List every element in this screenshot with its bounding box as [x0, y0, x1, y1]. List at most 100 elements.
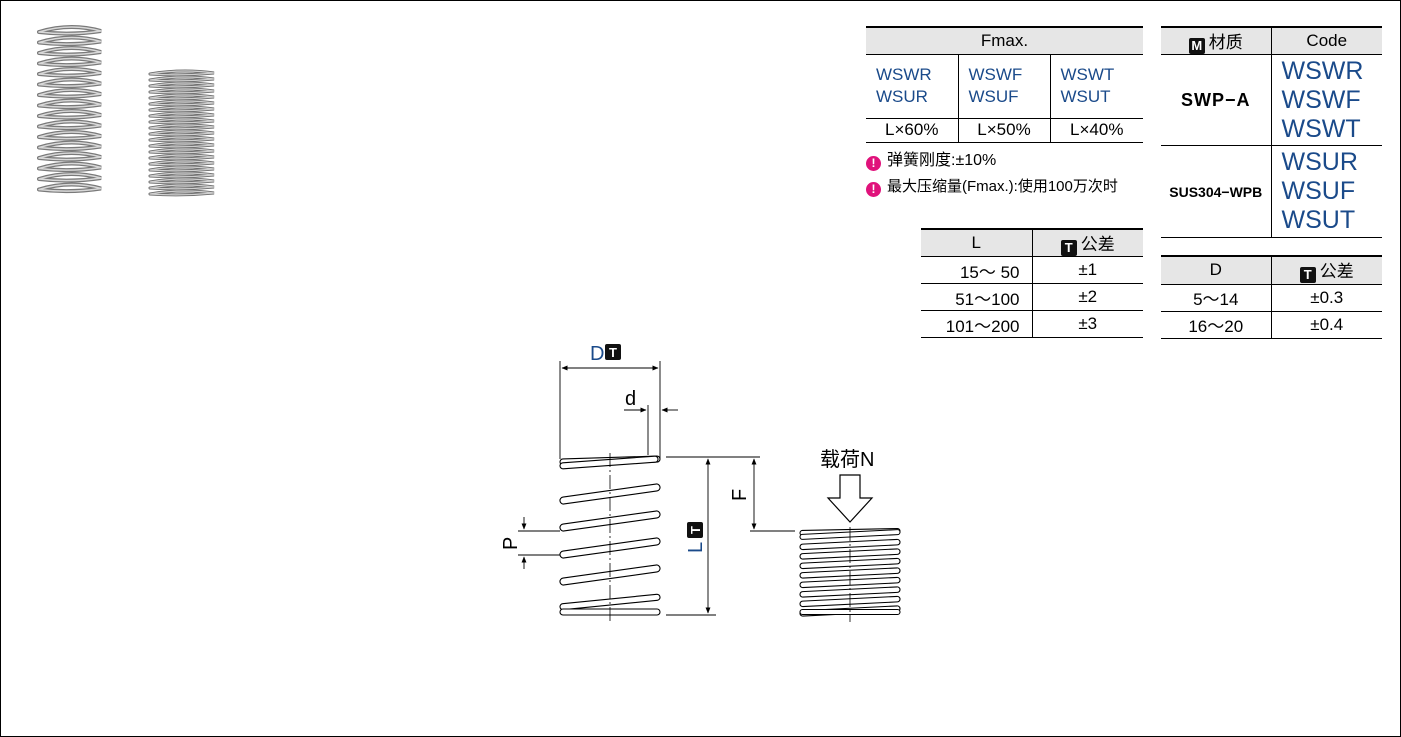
spring-photo-coil	[38, 68, 102, 77]
tol-value: ±1	[1078, 260, 1098, 279]
fmax-code-cell: WSWT WSUT	[1050, 54, 1143, 118]
load-arrow-icon	[826, 474, 874, 523]
spring-photo-coil	[38, 162, 102, 171]
spring-coil	[559, 455, 659, 470]
spring-photo-coil	[149, 82, 215, 88]
l-range: 15～ 50	[921, 256, 1033, 284]
spring-photo-coil	[149, 136, 215, 142]
material-header-text: 材质	[1208, 33, 1243, 52]
notice-icon: !	[866, 156, 881, 171]
d-range: 16～20	[1161, 311, 1272, 338]
l-range: 101～200	[921, 310, 1033, 338]
code-text: WSWF	[968, 65, 1023, 84]
label-L: L	[685, 542, 707, 553]
spring-photo-coil	[38, 110, 102, 119]
code-text: WSUR	[876, 87, 928, 106]
spring-photo-coil	[149, 178, 215, 184]
fmax-header: Fmax.	[866, 27, 1143, 55]
spring-photo-coil	[38, 141, 102, 150]
spring-photo-coil	[149, 160, 215, 166]
spring-photo-coil	[149, 118, 215, 124]
badge-T: T	[688, 526, 703, 534]
d-header: D	[1161, 256, 1272, 285]
material-codes: WSWR WSWF WSWT	[1271, 55, 1382, 146]
spring-photo-coil	[149, 190, 215, 196]
spring-photo-coil	[149, 112, 215, 118]
spring-photo-coil	[149, 124, 215, 130]
material-badge-icon: M	[1188, 38, 1205, 54]
spring-photo-coil	[38, 131, 102, 140]
spring-photo-coil	[149, 94, 215, 100]
spring-photo-coil	[38, 89, 102, 98]
spring-photo-coil	[38, 99, 102, 108]
d-range: 5～14	[1161, 284, 1272, 311]
code-text: WSWT	[1281, 114, 1361, 143]
code-header: Code	[1271, 27, 1382, 55]
spring-photo-coil	[38, 173, 102, 182]
code-text: WSUT	[1281, 206, 1356, 234]
note-text: 最大压缩量(Fmax.):使用100万次时	[887, 178, 1118, 195]
label-P: P	[500, 537, 522, 550]
load-label: 载荷N	[820, 448, 874, 471]
tol-value: ±0.4	[1310, 314, 1344, 334]
fmax-code-cell: WSWR WSUR	[866, 54, 959, 118]
material-name: SWP−A	[1161, 54, 1272, 146]
label-d: d	[625, 388, 636, 410]
fmax-value: L×40%	[1070, 120, 1124, 139]
spring-photo-coil	[149, 184, 215, 190]
spring-photo-coil	[149, 154, 215, 160]
l-header: L	[921, 229, 1033, 257]
spring-photo-coil	[149, 148, 215, 154]
spring-photo-coil	[149, 70, 215, 76]
code-text: WSUF	[1281, 177, 1356, 205]
code-text: WSWR	[1281, 56, 1364, 85]
spring-photo-coil	[149, 172, 215, 178]
label-D: D	[590, 343, 604, 365]
tol-value: ±3	[1078, 314, 1098, 333]
tol-value: ±0.3	[1310, 287, 1344, 307]
spring-photo-coil	[149, 130, 215, 136]
spring-photo-coil	[149, 76, 215, 82]
l-range: 51～100	[921, 283, 1033, 311]
fmax-table: Fmax. WSWR WSUR WSWF WSUF WSWT WSUT L×60…	[866, 26, 1143, 143]
spring-photo-coil	[38, 26, 102, 35]
label-F: F	[729, 489, 751, 501]
spring-photo-coil	[149, 106, 215, 112]
code-text: WSUR	[1281, 148, 1358, 176]
fmax-value: L×50%	[958, 118, 1051, 142]
spring-photo-coil	[38, 78, 102, 87]
badge-T: T	[609, 345, 617, 360]
tol-header-text: 公差	[1319, 262, 1354, 282]
spring-photo-coil	[149, 88, 215, 94]
tolerance-badge-icon: T	[1060, 240, 1077, 256]
spring-photo-coil	[38, 152, 102, 161]
spring-photos	[37, 25, 215, 197]
notice-icon: !	[866, 182, 881, 197]
code-text: WSWF	[1281, 85, 1361, 114]
spring-photo-coil	[38, 47, 102, 56]
fmax-code-cell: WSWF WSUF	[958, 54, 1051, 118]
note-item: !弹簧刚度:±10%	[866, 148, 1118, 174]
tolerance-badge-icon	[605, 344, 621, 360]
spring-drawing: D T d L T F P 载荷N	[500, 343, 901, 622]
spring-photo-coil	[38, 120, 102, 129]
material-codes: WSUR WSUF WSUT	[1271, 146, 1382, 238]
notes: !弹簧刚度:±10% ! 最大压缩量(Fmax.):使用100万次时	[866, 148, 1118, 200]
code-text: WSWT	[1060, 65, 1115, 84]
tolerance-badge-icon	[687, 522, 703, 538]
spring-photo-coil	[149, 142, 215, 148]
spring-photo-coil	[38, 36, 102, 45]
tol-value: ±2	[1078, 287, 1098, 306]
code-text: WSWR	[876, 65, 932, 84]
spring-photo-coil	[38, 57, 102, 66]
tolerance-badge-icon: T	[1299, 267, 1316, 284]
spring-photo-coil	[149, 100, 215, 106]
spring-photo-coil	[149, 166, 215, 172]
material-name: SUS304−WPB	[1161, 145, 1272, 238]
